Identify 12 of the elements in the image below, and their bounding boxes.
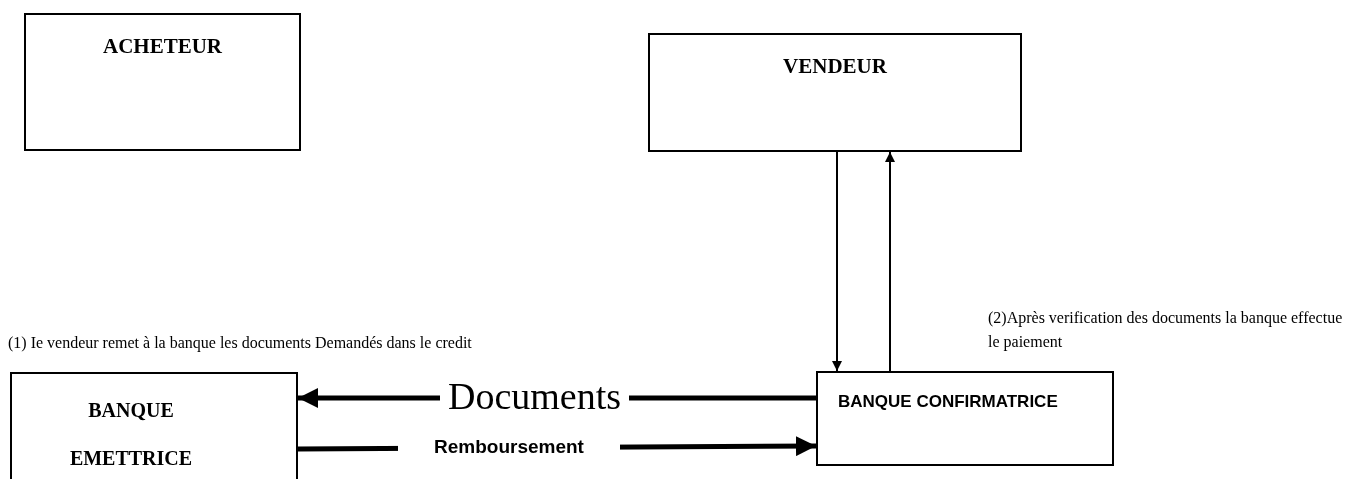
note-text: (2)Après verification des documents la banque effectue le paiement <box>988 308 1344 353</box>
arrow <box>832 151 842 372</box>
entity-box <box>24 13 301 151</box>
entity-label: VENDEUR <box>783 53 887 80</box>
entity-box <box>816 371 1114 466</box>
note-text: (1) Ie vendeur remet à la banque les documents Demandés dans le credit <box>8 333 473 354</box>
entity-box <box>10 372 298 479</box>
arrow <box>885 151 895 372</box>
entity-label: ACHETEUR <box>103 33 222 60</box>
entity-box <box>648 33 1022 152</box>
entity-label: BANQUE CONFIRMATRICE <box>838 391 1058 413</box>
entity-label: BANQUE EMETTRICE <box>68 398 194 471</box>
